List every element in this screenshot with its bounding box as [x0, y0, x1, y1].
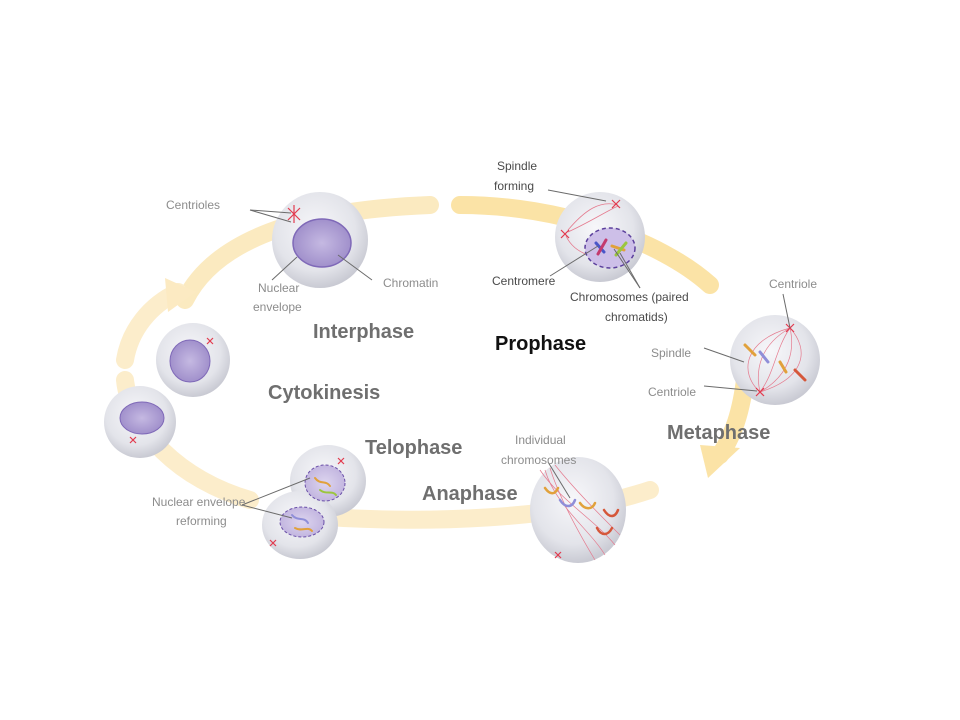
- leader-centromere: [549, 245, 599, 277]
- prophase-centrioles: [560, 199, 621, 239]
- leader-nuclear-envelope: [271, 256, 298, 281]
- metaphase-spindle-fibers: [747, 327, 802, 393]
- label-spindle-forming-line2: forming: [494, 179, 534, 193]
- leader-centrioles-b: [249, 209, 292, 223]
- leader-lines: [241, 189, 791, 519]
- anaphase-centrioles: [554, 551, 562, 559]
- interphase-nucleus: [292, 218, 352, 268]
- leader-individual-chromosomes: [547, 461, 571, 499]
- telophase-cells: [262, 445, 366, 559]
- prophase-cell: [555, 192, 645, 282]
- label-spindle-forming-line1: Spindle: [497, 159, 537, 173]
- label-nuclear-envelope-reforming-line2: reforming: [176, 514, 227, 528]
- label-nuclear-envelope-line2: envelope: [253, 300, 302, 314]
- label-centriole-bottom: Centriole: [648, 385, 696, 399]
- leader-centrioles-a: [249, 209, 292, 214]
- leader-chromosomes-b: [619, 252, 641, 289]
- leader-centriole-bottom: [703, 385, 758, 392]
- leader-spindle: [703, 347, 745, 363]
- cytokinesis-centrioles: [129, 337, 214, 444]
- cytokinesis-cells: [104, 323, 230, 458]
- label-spindle: Spindle: [651, 346, 691, 360]
- phase-label-prophase: Prophase: [495, 333, 586, 355]
- label-chromosomes-line2: chromatids): [605, 310, 668, 324]
- prophase-nucleus: [584, 227, 636, 269]
- ring-arrowhead-right: [700, 445, 740, 478]
- leader-chromatin: [337, 254, 373, 281]
- label-chromosomes-line1: Chromosomes (paired: [570, 290, 689, 304]
- metaphase-chromosomes: [743, 343, 807, 382]
- leader-centriole-top: [782, 293, 791, 329]
- telophase-nucleus-bottom: [279, 506, 325, 538]
- anaphase-chromosomes: [543, 486, 620, 536]
- label-centriole-top: Centriole: [769, 277, 817, 291]
- interphase-cell: [272, 192, 368, 288]
- leader-reforming-b: [241, 504, 293, 519]
- phase-label-metaphase: Metaphase: [667, 422, 770, 444]
- label-centrioles: Centrioles: [166, 198, 220, 212]
- telophase-chromosomes: [291, 477, 337, 532]
- phase-label-cytokinesis: Cytokinesis: [268, 382, 380, 404]
- label-nuclear-envelope-line1: Nuclear: [258, 281, 299, 295]
- prophase-chromosomes: [594, 238, 628, 257]
- label-centromere: Centromere: [492, 274, 556, 288]
- interphase-centrioles: [287, 205, 301, 223]
- phase-label-anaphase: Anaphase: [422, 483, 518, 505]
- anaphase-spindle-fibers: [539, 464, 621, 561]
- ring-arc-top-left: [176, 196, 439, 309]
- phase-label-interphase: Interphase: [313, 321, 414, 343]
- label-nuclear-envelope-reforming-line1: Nuclear envelope: [152, 495, 246, 509]
- leader-spindle-forming: [547, 189, 607, 202]
- metaphase-cell: [730, 315, 820, 405]
- ring-arrowhead-left: [165, 278, 196, 312]
- label-individual-chromosomes-line2: chromosomes: [501, 453, 576, 467]
- leader-reforming-a: [241, 477, 311, 506]
- cytokinesis-nucleus-bottom: [119, 401, 165, 435]
- label-individual-chromosomes-line1: Individual: [515, 433, 566, 447]
- leader-chromosomes-a: [613, 248, 641, 289]
- anaphase-cell: [530, 457, 626, 563]
- cytokinesis-nucleus-top: [169, 339, 211, 383]
- telophase-centrioles: [269, 457, 345, 547]
- phase-label-telophase: Telophase: [365, 437, 462, 459]
- label-chromatin: Chromatin: [383, 276, 438, 290]
